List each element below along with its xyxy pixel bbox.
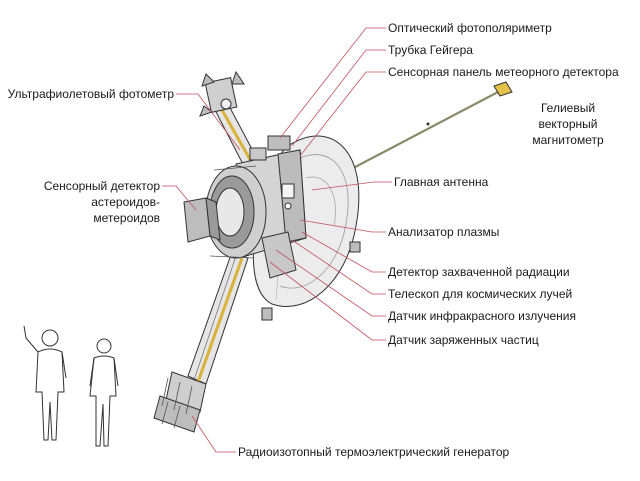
label-infrared-sensor: Датчик инфракрасного излучения <box>388 309 576 323</box>
label-magnetometer-line3: магнитометр <box>532 133 604 147</box>
asteroid-detector-box <box>183 197 221 243</box>
label-main-antenna: Главная антенна <box>394 175 489 189</box>
woman-figure <box>89 338 119 447</box>
label-asteroid-detector-line3: метероидов <box>93 211 160 225</box>
label-geiger-tube: Трубка Гейгера <box>388 43 473 57</box>
spacecraft-drawing <box>153 70 513 433</box>
label-plasma-analyzer: Анализатор плазмы <box>388 225 499 239</box>
label-magnetometer-line2: векторный <box>539 117 598 131</box>
label-optical-photopolarimeter: Оптический фотополяриметр <box>388 21 552 35</box>
label-asteroid-detector-line2: астероидов- <box>91 195 160 209</box>
upper-rtg-unit <box>199 70 245 117</box>
label-trapped-radiation-detector: Детектор захваченной радиации <box>388 265 570 279</box>
labels: Оптический фотополяриметр Трубка Гейгера… <box>8 21 619 459</box>
label-charged-particle-sensor: Датчик заряженных частиц <box>388 333 539 347</box>
rtg-unit <box>153 371 207 433</box>
label-meteor-sensor-panel: Сенсорная панель метеорного детектора <box>388 65 619 79</box>
label-uv-photometer: Ультрафиолетовый фотометр <box>8 87 175 101</box>
leader-lines <box>162 27 392 453</box>
man-figure <box>23 325 67 441</box>
label-rtg: Радиоизотопный термоэлектрический генера… <box>238 445 510 459</box>
plaque-figures <box>23 325 119 447</box>
lower-rtg-boom <box>187 251 249 385</box>
label-cosmic-ray-telescope: Телескоп для космических лучей <box>388 287 572 301</box>
label-magnetometer-line1: Гелиевый <box>541 101 595 115</box>
label-asteroid-detector-line1: Сенсорный детектор <box>44 179 160 193</box>
front-sensor-module <box>205 165 267 259</box>
